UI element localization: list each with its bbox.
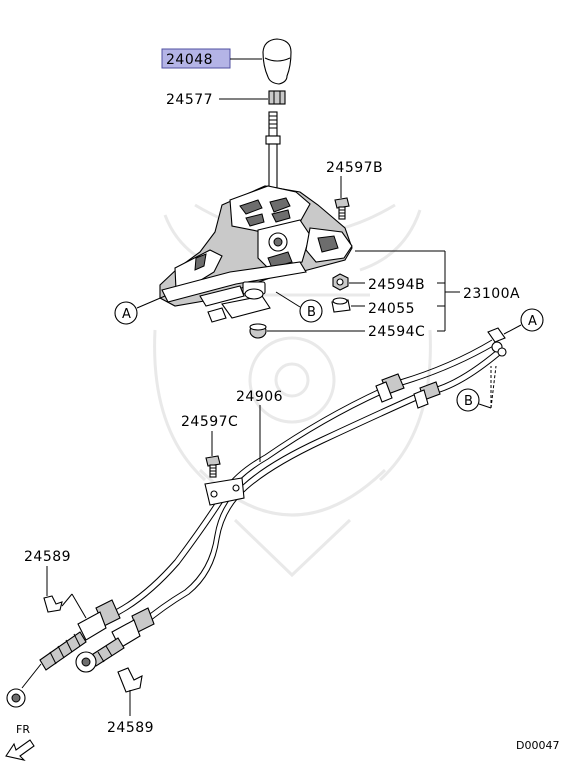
shift-lever-base[interactable]	[159, 185, 353, 323]
clip-lower[interactable]	[117, 667, 143, 693]
svg-text:A: A	[122, 307, 131, 322]
svg-text:A: A	[528, 314, 537, 329]
shift-cable[interactable]	[6, 327, 507, 708]
nut-b[interactable]	[332, 273, 349, 291]
bushing-part-label[interactable]: 24055	[368, 301, 415, 317]
knob-nut-part-label[interactable]: 24577	[166, 92, 213, 108]
clip-upper[interactable]	[43, 595, 63, 613]
front-direction-marker: FR	[5, 723, 35, 761]
shift-lever[interactable]	[265, 111, 281, 191]
bolt-cable-part-label[interactable]: 24597C	[181, 414, 238, 430]
clip-upper-part-label[interactable]: 24589	[24, 549, 71, 565]
svg-text:B: B	[464, 394, 473, 409]
assembly-bracket	[355, 250, 460, 332]
shift-knob[interactable]	[262, 38, 292, 85]
cable-part-label[interactable]: 24906	[236, 389, 283, 405]
bolt-top-part-label[interactable]: 24597B	[326, 160, 383, 176]
front-marker-label: FR	[16, 723, 30, 736]
callout-b-left[interactable]: B	[299, 299, 323, 323]
bushing[interactable]	[331, 297, 351, 313]
clip-lower-part-label[interactable]: 24589	[107, 720, 154, 736]
front-arrow-icon	[5, 739, 35, 761]
diagram-code: D00047	[516, 739, 559, 752]
knob-nut[interactable]	[268, 90, 286, 105]
callout-a-left[interactable]: A	[114, 301, 138, 325]
nut-b-part-label[interactable]: 24594B	[368, 277, 425, 293]
callout-b-right[interactable]: B	[456, 388, 480, 412]
cap-c-part-label[interactable]: 24594C	[368, 324, 425, 340]
assembly-part-label[interactable]: 23100A	[463, 286, 520, 302]
knob-part-label[interactable]: 24048	[166, 52, 213, 68]
cap-c[interactable]	[249, 323, 267, 339]
callout-a-right[interactable]: A	[520, 308, 544, 332]
svg-text:B: B	[307, 305, 316, 320]
bolt-top[interactable]	[334, 197, 350, 220]
bolt-cable[interactable]	[205, 455, 221, 478]
